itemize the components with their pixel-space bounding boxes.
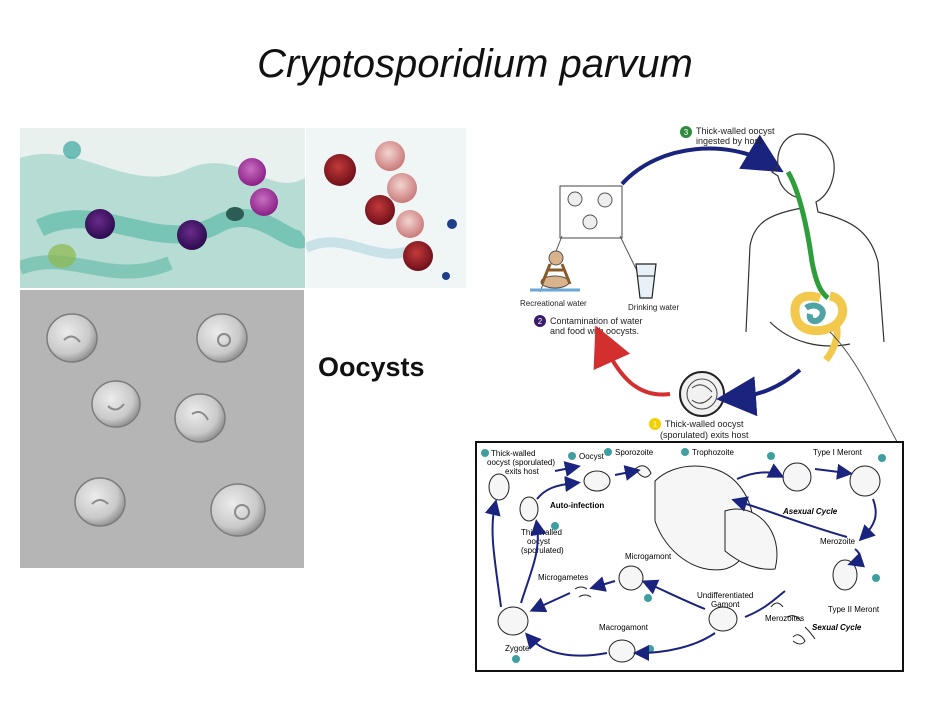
undifferentiated-gamont-icon (708, 606, 738, 632)
small-intestine (804, 302, 826, 324)
oocysts-box (559, 185, 623, 239)
inner-life-cycle-box: Thick-walled oocyst (sporulated) exits h… (475, 441, 904, 672)
thin-walled-oocyst-icon (519, 496, 539, 522)
label-merozoite: Merozoite (820, 537, 856, 546)
oocysts-dic-photo (20, 290, 304, 568)
human-host-figure (745, 133, 885, 347)
arrow-exits-host (716, 368, 802, 417)
recreational-water-label: Recreational water (520, 299, 587, 308)
step3-number: 3 (684, 128, 689, 137)
zygote-icon (497, 606, 529, 636)
label-zygote: Zygote (505, 644, 530, 653)
outer-life-cycle-diagram: 3 Thick-walled oocyst ingested by host R… (520, 126, 901, 447)
marker-e (878, 454, 886, 462)
stained-smear-photo-left (20, 128, 305, 288)
slide-title: Cryptosporidium parvum (257, 42, 693, 86)
label-merozoites: Merozoites (765, 614, 804, 623)
marker-g (644, 594, 652, 602)
marker-a (568, 452, 576, 460)
type2-meront-icon (832, 559, 858, 591)
step3-marker (680, 126, 692, 138)
step1-label-1: Thick-walled oocyst (665, 419, 744, 429)
marker-d (767, 452, 775, 460)
marker-f (872, 574, 880, 582)
label-macrogamont: Macrogamont (599, 623, 649, 632)
label-thick-walled-2: oocyst (sporulated) (487, 458, 555, 467)
label-type2-meront: Type II Meront (828, 605, 880, 614)
label-undiff-2: Gamont (711, 600, 740, 609)
label-thin-walled-1: Thin-walled (521, 528, 562, 537)
step3-label-2: ingested by host (696, 136, 762, 146)
label-type1-meront: Type I Meront (813, 448, 863, 457)
step2-marker (534, 315, 546, 327)
stained-smear-photo-right (306, 128, 466, 288)
label-trophozoite: Trophozoite (692, 448, 735, 457)
marker-i (481, 449, 489, 457)
label-microgamont: Microgamont (625, 552, 672, 561)
label-oocyst: Oocyst (579, 452, 605, 461)
type1-meront-mature-icon (849, 465, 881, 497)
label-thick-walled-3: exits host (505, 467, 540, 476)
macrogamont-icon (608, 639, 636, 663)
label-thin-walled-2: oocyst (527, 537, 551, 546)
label-thin-walled-3: (sporulated) (521, 546, 564, 555)
oocysts-label: Oocysts (318, 352, 425, 382)
arrow-to-host (620, 134, 784, 186)
step2-label-1: Contamination of water (550, 316, 643, 326)
label-microgametes: Microgametes (538, 573, 588, 582)
marker-k (551, 522, 559, 530)
thick-walled-oocyst-icon (488, 473, 510, 501)
marker-c (681, 448, 689, 456)
type1-meront-icon (782, 462, 812, 492)
label-thick-walled-1: Thick-walled (491, 449, 535, 458)
step1-label-2: (sporulated) exits host (660, 430, 749, 440)
drinking-water-glass (635, 263, 657, 299)
colon-yellow (790, 291, 848, 336)
arrow-contamination (593, 325, 671, 397)
marker-j (512, 655, 520, 663)
microgametes-icon (574, 586, 592, 598)
recreational-water-figure (530, 250, 580, 292)
esophagus-green (785, 170, 830, 300)
label-auto-infection: Auto-infection (550, 501, 604, 510)
label-asexual-cycle: Asexual Cycle (782, 507, 838, 516)
thick-walled-oocyst-illustration (679, 371, 725, 417)
marker-b (604, 448, 612, 456)
label-sporozoite: Sporozoite (615, 448, 654, 457)
drinking-water-label: Drinking water (628, 303, 679, 312)
label-sexual-cycle: Sexual Cycle (812, 623, 862, 632)
merozoites-icon (770, 602, 802, 622)
oocyst-icon (583, 470, 611, 492)
step1-marker (649, 418, 661, 430)
step3-label-1: Thick-walled oocyst (696, 126, 775, 136)
label-undiff-1: Undifferentiated (697, 591, 753, 600)
step2-label-2: and food with oocysts. (550, 326, 639, 336)
step2-number: 2 (538, 317, 543, 326)
microgamont-icon (618, 565, 644, 591)
step1-number: 1 (653, 420, 658, 429)
